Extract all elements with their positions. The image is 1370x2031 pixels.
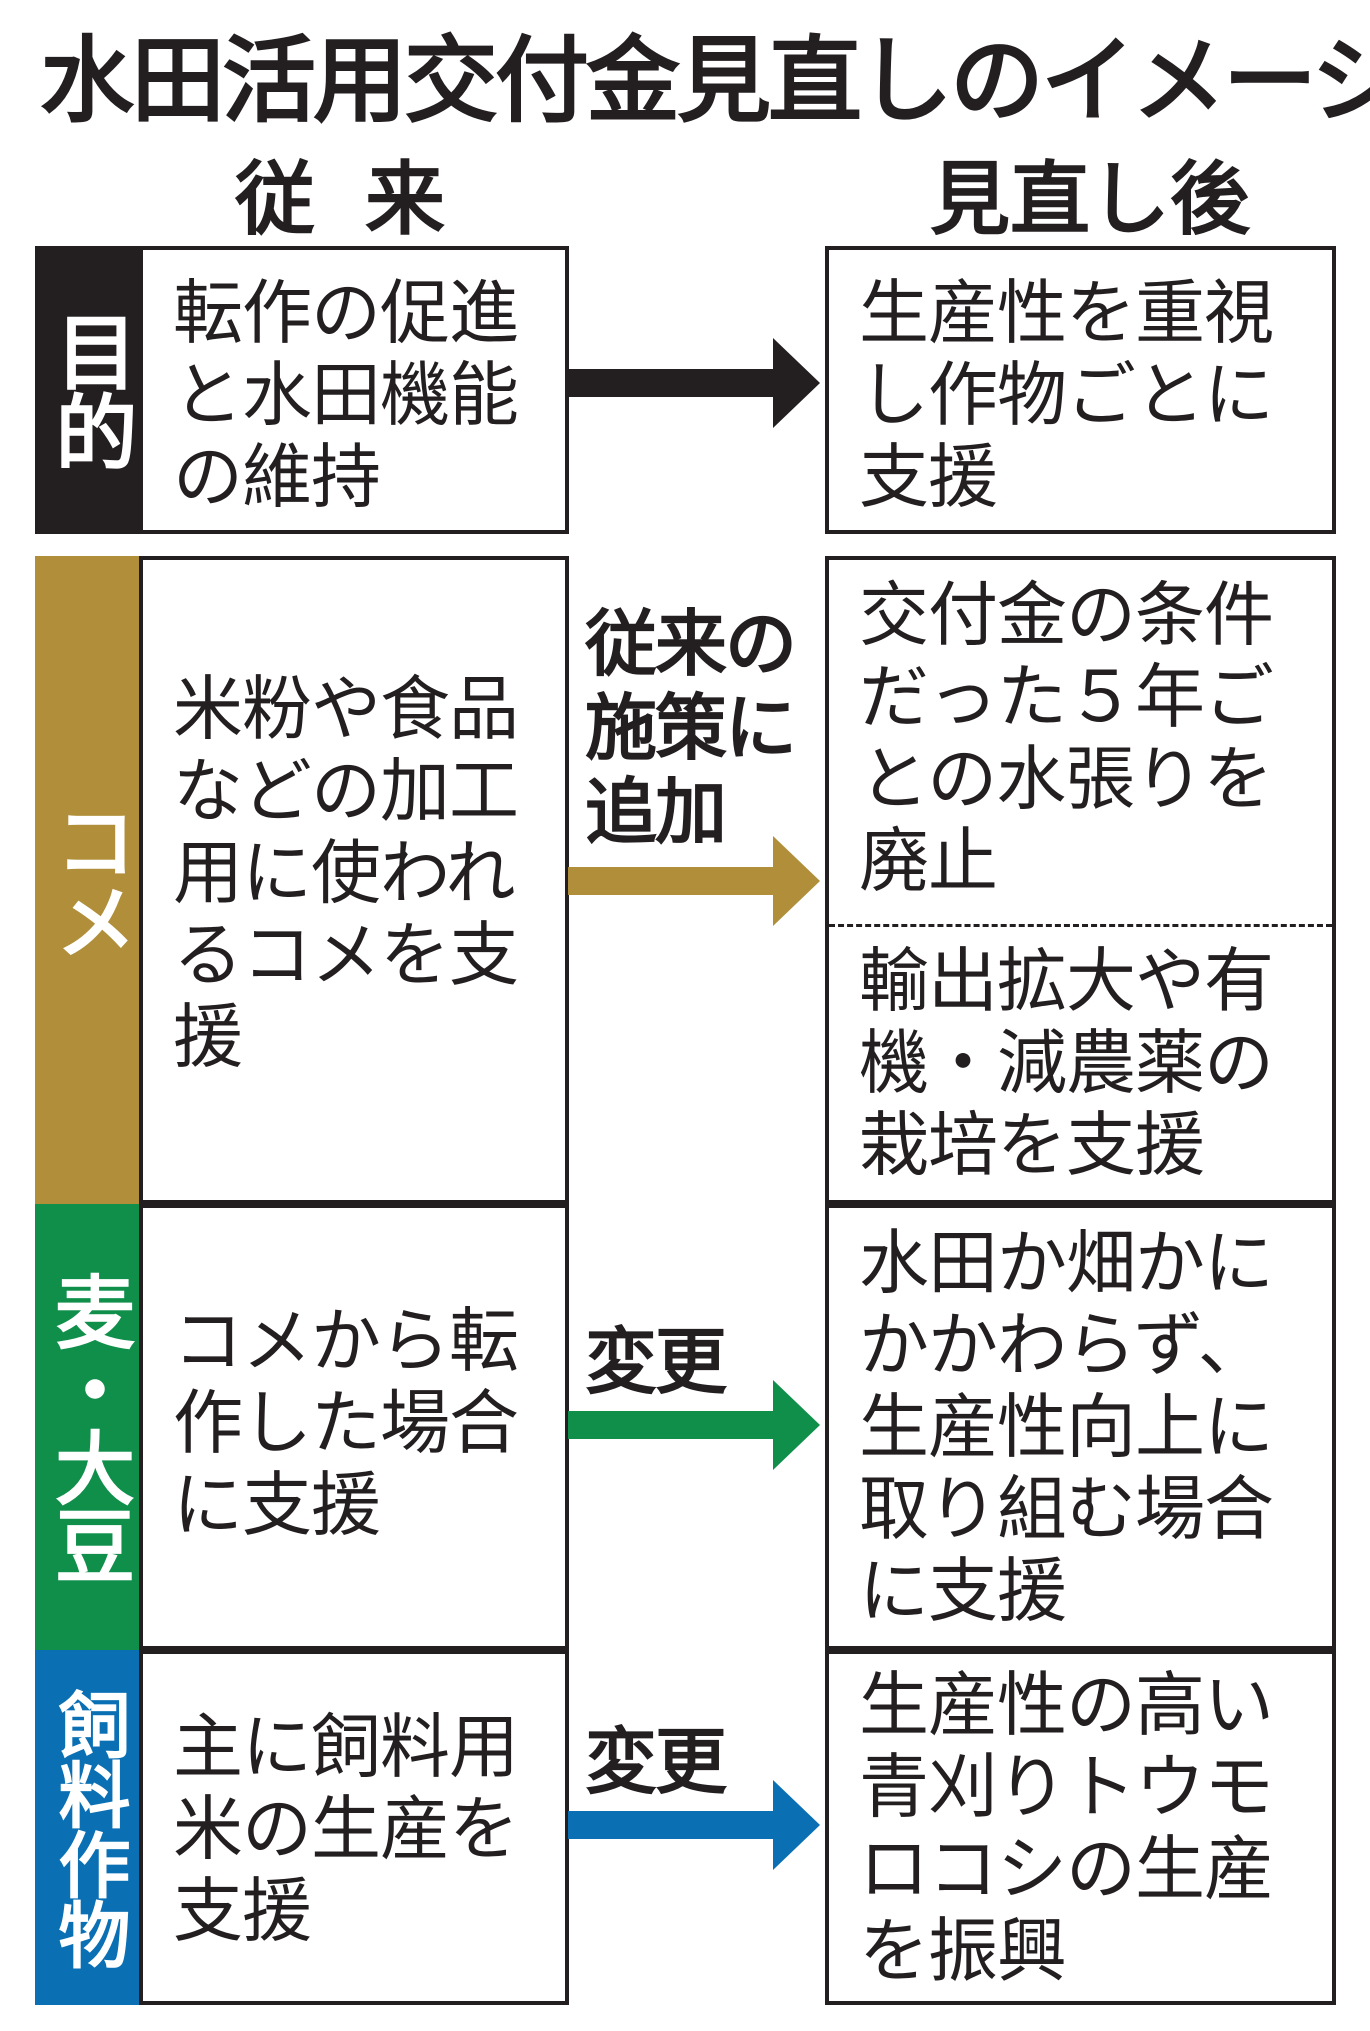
after-text-wheat-soy: 水田か畑かに かかわらず、 生産性向上に 取り組む場合 に支援	[859, 1222, 1274, 1632]
before-text-wheat-soy: コメから転 作した場合 に支援	[173, 1300, 519, 1546]
arrow-wheat-soy	[568, 1380, 820, 1470]
before-box-rice: 米粉や食品 などの加工 用に使われ るコメを支 援	[139, 556, 569, 1204]
arrow-label-feed: 変更	[585, 1720, 727, 1804]
after-box-rice: 交付金の条件 だった５年ご との水張りを 廃止 輸出拡大や有 機・減農薬の 栽培…	[825, 556, 1336, 1204]
after-extra-text-rice: 輸出拡大や有 機・減農薬の 栽培を支援	[859, 940, 1274, 1186]
after-text-feed: 生産性の高い 青刈りトウモ ロコシの生産 を振興	[859, 1664, 1274, 1992]
column-header-new: 見直し後	[930, 153, 1250, 246]
before-text-rice: 米粉や食品 などの加工 用に使われ るコメを支 援	[173, 668, 519, 1078]
category-label-wheat-soy: 麦・大豆	[42, 1271, 135, 1583]
diagram-title: 水田活用交付金見直しのイメージ	[40, 27, 1370, 136]
before-box-purpose: 転作の促進 と水田機能 の維持	[139, 246, 569, 534]
before-box-wheat-soy: コメから転 作した場合 に支援	[139, 1204, 569, 1650]
before-text-feed: 主に飼料用 米の生産を 支援	[173, 1706, 519, 1952]
after-text-rice: 交付金の条件 だった５年ご との水張りを 廃止	[859, 574, 1274, 902]
category-label-rice: コメ	[41, 800, 136, 960]
column-header-old: 従来	[235, 153, 495, 246]
category-band-wheat-soy: 麦・大豆	[35, 1204, 141, 1650]
arrow-feed	[568, 1780, 820, 1870]
after-text-purpose: 生産性を重視 し作物ごとに 支援	[859, 272, 1274, 518]
arrow-label-rice: 従来の 施策に 追加	[585, 602, 797, 854]
category-band-rice: コメ	[35, 556, 141, 1204]
category-label-purpose: 目的	[41, 310, 136, 470]
category-label-feed: 飼料作物	[46, 1687, 130, 1968]
dashed-divider	[829, 924, 1332, 927]
after-box-purpose: 生産性を重視 し作物ごとに 支援	[825, 246, 1336, 534]
category-band-feed: 飼料作物	[35, 1650, 141, 2005]
arrow-label-wheat-soy: 変更	[585, 1320, 727, 1404]
before-box-feed: 主に飼料用 米の生産を 支援	[139, 1650, 569, 2005]
after-box-wheat-soy: 水田か畑かに かかわらず、 生産性向上に 取り組む場合 に支援	[825, 1204, 1336, 1650]
before-text-purpose: 転作の促進 と水田機能 の維持	[173, 272, 519, 518]
arrow-purpose	[568, 338, 820, 428]
arrow-rice	[568, 836, 820, 926]
category-band-purpose: 目的	[35, 246, 141, 534]
after-box-feed: 生産性の高い 青刈りトウモ ロコシの生産 を振興	[825, 1650, 1336, 2005]
